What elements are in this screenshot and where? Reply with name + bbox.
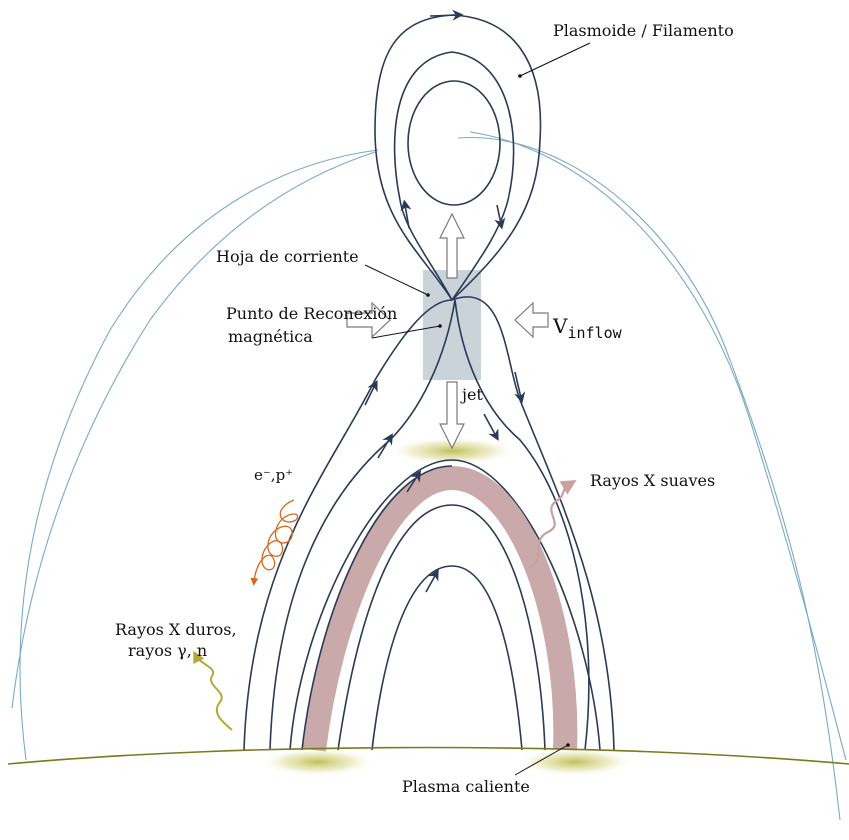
plasmoid-arrow-right [497,205,501,224]
arrow-loop-outer-right [484,414,496,436]
plasmoid-arrow-left [405,205,409,228]
label-particles: e⁻,p⁺ [254,466,293,484]
label-hard-xrays-line1: Rayos X duros, [115,620,237,639]
inflow-arrow-right [515,303,548,337]
label-reconnection-line2: magnética [228,327,313,346]
reconnection-region [423,270,481,380]
outer-field-line-right-2 [470,132,846,760]
pointer-current-sheet [365,265,428,295]
v-symbol: V [552,314,568,338]
pointer-dot-plasmoid [518,74,522,78]
solar-surface [8,748,849,765]
pointer-plasmoid [520,43,590,76]
pointer-dot-current-sheet [426,293,430,297]
plasmoid-arrow-top [430,15,458,16]
footpoint-glow-right [517,748,633,776]
particle-spiral [254,500,298,582]
hard-xray-wave [196,656,232,730]
pointer-dot-hot-plasma [566,743,570,747]
label-current-sheet: Hoja de corriente [216,247,359,266]
arrow-loop-outer-left [378,438,390,458]
label-plasmoid: Plasmoide / Filamento [553,21,734,40]
inner-loop-2 [372,566,522,750]
outflow-arrow-up [440,214,464,278]
footpoint-glow-left [260,748,376,776]
label-hot-plasma: Plasma caliente [402,777,530,796]
label-v-inflow: Vinflow [552,314,623,342]
label-soft-xrays: Rayos X suaves [590,471,715,490]
pointer-dot-reconnection [438,324,442,328]
plasmoid-outer-upper [375,15,540,300]
label-hard-xrays-line2: rayos γ, n [128,641,207,660]
plasmoid-inner [408,81,500,205]
label-reconnection-line1: Punto de Reconexión [226,304,397,323]
label-jet: jet [460,385,483,404]
v-subscript: inflow [567,324,622,342]
